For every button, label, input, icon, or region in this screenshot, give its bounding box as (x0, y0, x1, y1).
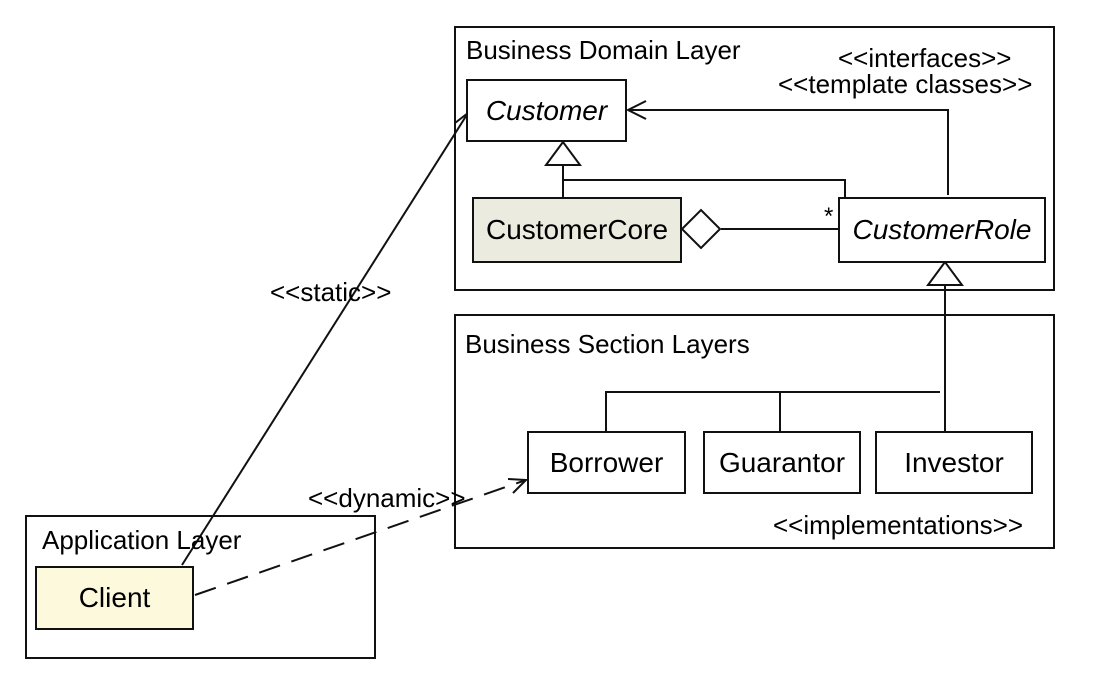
business-domain-layer-title: Business Domain Layer (466, 35, 741, 65)
application-layer-title: Application Layer (42, 525, 242, 555)
customer-class: Customer (466, 79, 627, 142)
dynamic-stereotype: <<dynamic>> (308, 483, 466, 513)
role-to-customer-association (628, 109, 949, 195)
business-domain-layer (454, 26, 1055, 291)
multiplicity-label: * (824, 203, 834, 230)
implementations-stereotype: <<implementations>> (773, 510, 1024, 540)
role-to-customer-arrowhead (625, 100, 647, 120)
template-classes-stereotype: <<template classes>> (778, 69, 1033, 99)
customer-role-class: CustomerRole (838, 197, 1046, 263)
customer-core-class: CustomerCore (472, 197, 682, 263)
business-section-layer-title: Business Section Layers (465, 329, 750, 359)
dynamic-dependency-arrowhead (507, 478, 529, 494)
static-stereotype: <<static>> (270, 277, 392, 307)
static-dependency-line (181, 112, 469, 566)
application-layer (25, 515, 376, 659)
investor-class: Investor (875, 431, 1033, 494)
client-class: Client (35, 566, 194, 630)
aggregation-diamond (680, 208, 722, 250)
business-section-layer (454, 314, 1055, 549)
role-generalization-lines (605, 285, 946, 431)
customer-generalization-lines (562, 165, 846, 197)
customer-generalization-triangle (544, 140, 582, 166)
guarantor-class: Guarantor (703, 431, 861, 494)
dynamic-dependency-line (194, 479, 527, 596)
interfaces-stereotype: <<interfaces>> (838, 43, 1012, 73)
borrower-class: Borrower (527, 431, 686, 494)
